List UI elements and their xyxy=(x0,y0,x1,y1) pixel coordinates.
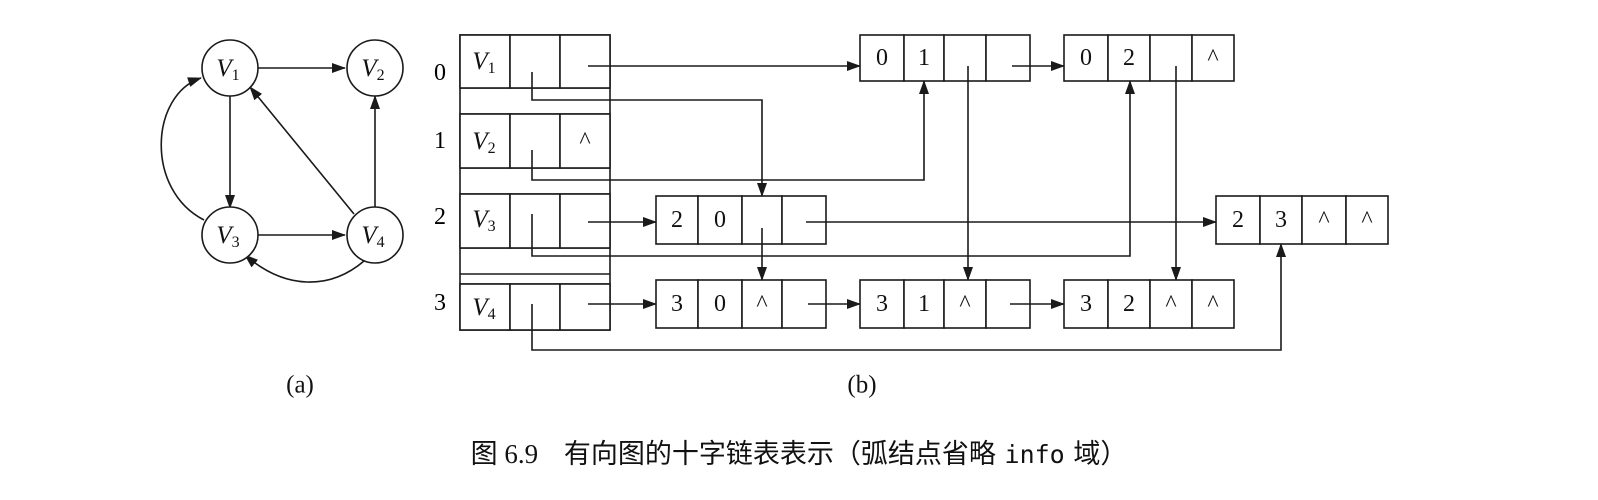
svg-text:3: 3 xyxy=(1275,207,1287,233)
pointer-links xyxy=(531,61,1286,351)
svg-text:3: 3 xyxy=(671,291,683,317)
vertex-v4: V4 xyxy=(346,206,404,264)
vertex-v3: V3 xyxy=(201,206,259,264)
caption-code: info xyxy=(1004,440,1065,469)
caption-figure-number: 图 6.9 xyxy=(470,439,539,469)
vertex-row-2: 2 V3 xyxy=(434,193,611,249)
svg-text:^: ^ xyxy=(1207,45,1218,71)
svg-text:V3: V3 xyxy=(472,206,495,235)
svg-text:V3: V3 xyxy=(216,222,239,251)
svg-text:^: ^ xyxy=(756,291,767,317)
vertex-row-3: 3 V4 xyxy=(434,283,611,331)
svg-text:2: 2 xyxy=(1123,291,1135,317)
panel-label-a: (a) xyxy=(286,372,314,399)
svg-text:^: ^ xyxy=(1165,291,1176,317)
arc-v4-v1 xyxy=(249,86,355,215)
svg-text:0: 0 xyxy=(876,45,888,71)
svg-text:^: ^ xyxy=(1207,291,1218,317)
arc-node-0-2: 0 2 ^ xyxy=(1063,34,1235,82)
vertex-v1: V1 xyxy=(201,39,259,97)
svg-text:0: 0 xyxy=(434,60,446,86)
arc-node-3-0: 3 0 ^ xyxy=(655,279,827,329)
svg-text:^: ^ xyxy=(1361,207,1372,233)
svg-text:^: ^ xyxy=(579,128,590,154)
svg-text:3: 3 xyxy=(876,291,888,317)
svg-text:V2: V2 xyxy=(361,55,384,84)
arc-v4-v3 xyxy=(244,254,365,283)
orthogonal-list: 0 V1 1 V2 ^ 2 V3 3 V4 xyxy=(434,34,1389,399)
svg-text:^: ^ xyxy=(959,291,970,317)
arc-node-0-1: 0 1 xyxy=(859,34,1031,82)
arc-node-2-3: 2 3 ^ ^ xyxy=(1215,195,1389,245)
directed-graph: V1 V2 V3 V4 (a) xyxy=(160,39,404,399)
vertex-row-0: 0 V1 xyxy=(434,34,611,89)
vertex-v2: V2 xyxy=(346,39,404,97)
svg-text:3: 3 xyxy=(434,290,446,316)
svg-text:V1: V1 xyxy=(216,55,239,84)
svg-text:^: ^ xyxy=(1318,207,1329,233)
arc-node-2-0: 2 0 xyxy=(655,195,827,245)
figure-caption: 图 6.9 有向图的十字链表表示（弧结点省略 info 域） xyxy=(0,432,1598,471)
svg-text:2: 2 xyxy=(1123,45,1135,71)
svg-text:0: 0 xyxy=(714,207,726,233)
arc-node-3-2: 3 2 ^ ^ xyxy=(1063,279,1235,329)
svg-text:V1: V1 xyxy=(472,48,495,77)
svg-text:0: 0 xyxy=(1080,45,1092,71)
svg-text:1: 1 xyxy=(918,291,930,317)
caption-tail: 域） xyxy=(1073,439,1128,470)
svg-text:0: 0 xyxy=(714,291,726,317)
arc-node-3-1: 3 1 ^ xyxy=(859,279,1031,329)
svg-text:V2: V2 xyxy=(472,128,495,157)
panel-label-b: (b) xyxy=(847,372,876,399)
svg-text:2: 2 xyxy=(671,207,683,233)
svg-text:V4: V4 xyxy=(472,294,495,323)
svg-text:2: 2 xyxy=(434,204,446,230)
svg-text:2: 2 xyxy=(1232,207,1244,233)
vertex-row-1: 1 V2 ^ xyxy=(434,113,611,169)
caption-text: 有向图的十字链表表示（弧结点省略 xyxy=(563,439,996,470)
svg-text:1: 1 xyxy=(434,128,446,154)
arc-v3-v1 xyxy=(160,77,205,221)
svg-text:3: 3 xyxy=(1080,291,1092,317)
svg-text:1: 1 xyxy=(918,45,930,71)
svg-text:V4: V4 xyxy=(361,222,384,251)
